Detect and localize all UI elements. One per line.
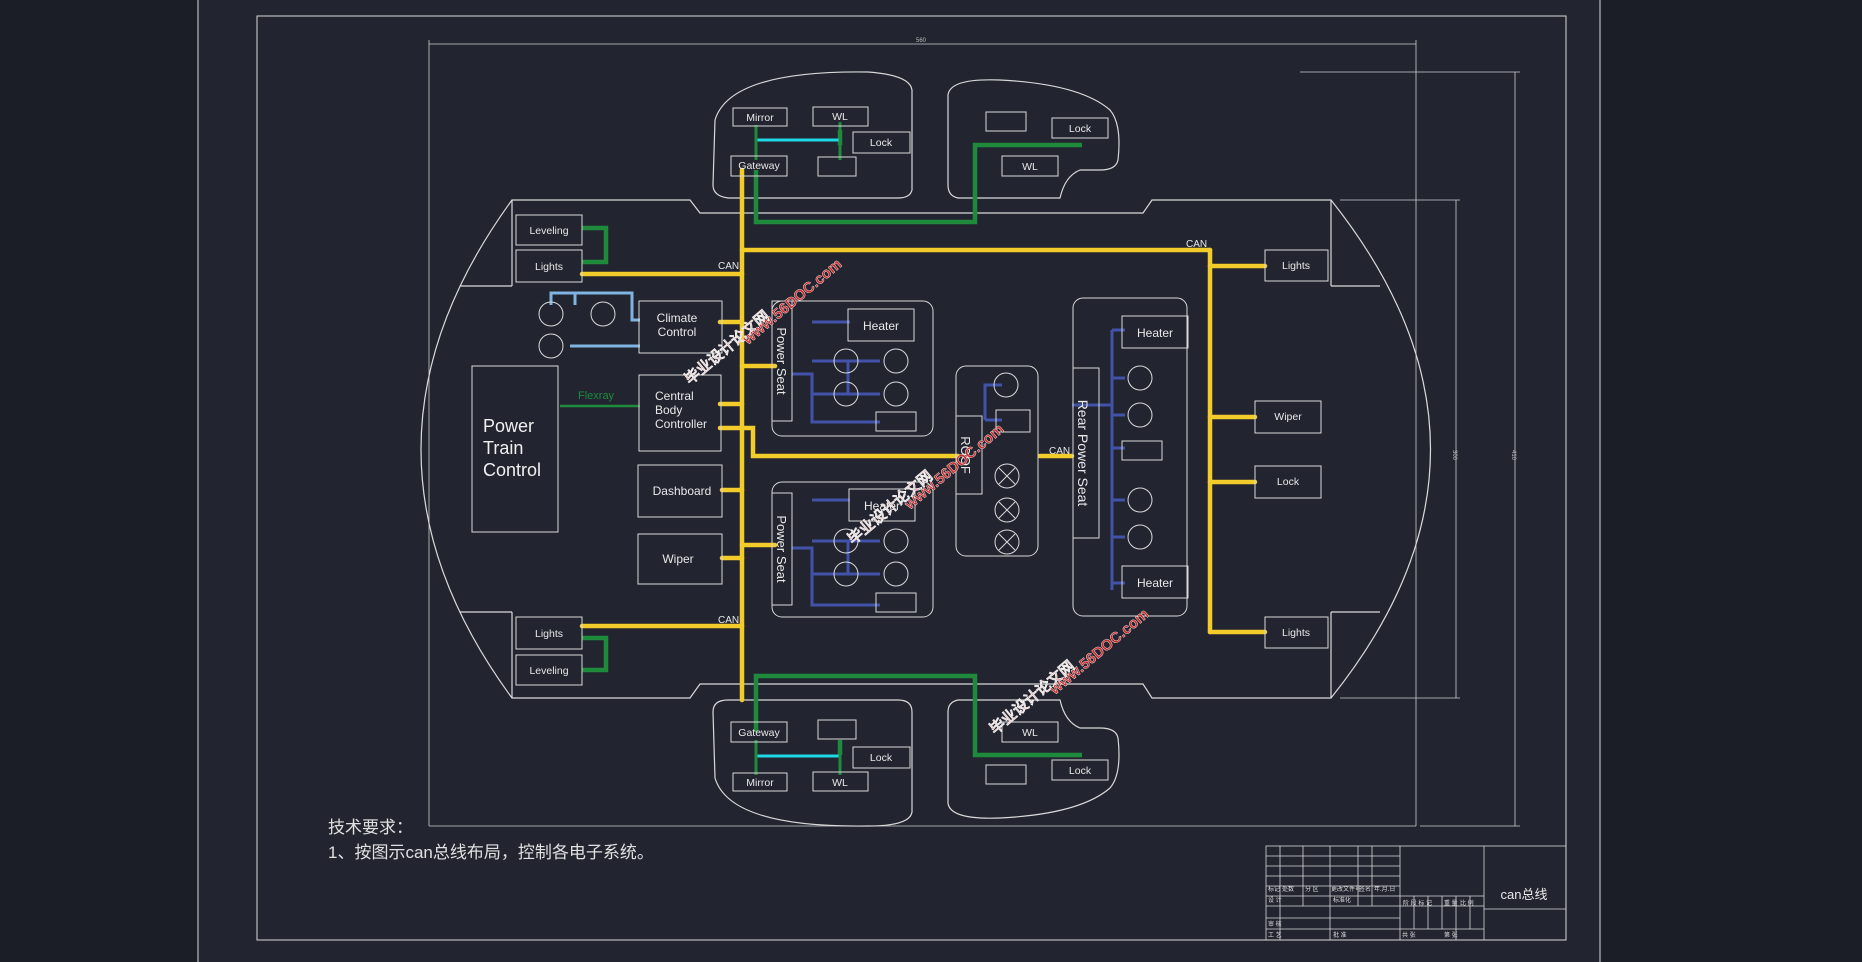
dimension-height-outer: 410 <box>1510 450 1516 461</box>
label-heater-rear-bottom: Heater <box>1137 576 1173 590</box>
label-wl-front-right: WL <box>1022 161 1038 173</box>
title-block <box>1265 845 1567 941</box>
dimension-width: 560 <box>916 38 927 44</box>
seat-bus <box>792 320 1125 607</box>
tb-cell-12: 工 艺 <box>1268 931 1282 939</box>
cyan-bus <box>756 138 840 758</box>
label-lights-right-top: Lights <box>1282 260 1310 272</box>
label-wl-rear-left: WL <box>832 777 848 789</box>
label-power-seat-top: Power Seat <box>774 327 789 395</box>
label-lights-rear-left: Lights <box>535 628 563 640</box>
label-lights-right-bottom: Lights <box>1282 627 1310 639</box>
label-wl-front-left: WL <box>832 111 848 123</box>
tb-cell-6: 设 计 <box>1268 896 1282 904</box>
label-lock-rear-left: Lock <box>870 752 893 764</box>
label-rear-power-seat: Rear Power Seat <box>1075 400 1091 507</box>
label-dashboard: Dashboard <box>653 484 712 498</box>
connector-icons <box>817 111 1163 785</box>
label-lock-rear-right: Lock <box>1069 765 1092 777</box>
motor-icons <box>538 301 1153 587</box>
label-leveling-rear: Leveling <box>529 665 568 677</box>
label-lock-front-left: Lock <box>870 137 893 149</box>
label-mirror-rear: Mirror <box>746 777 774 789</box>
label-lock-front-right: Lock <box>1069 123 1092 135</box>
can-label-center: CAN <box>1049 446 1070 457</box>
drawing-border <box>256 15 1567 941</box>
can-bus <box>579 167 1268 703</box>
tb-cell-10: 比 例 <box>1460 899 1474 907</box>
can-label-top-right: CAN <box>1186 239 1207 250</box>
tb-cell-4: 签名 <box>1359 885 1371 893</box>
module-boxes <box>471 106 1329 792</box>
label-roof: ROOF <box>958 436 973 474</box>
tb-cell-1: 处数 <box>1282 885 1294 893</box>
label-mirror-front: Mirror <box>746 112 774 124</box>
tb-cell-11: 审 核 <box>1268 920 1282 928</box>
label-gateway-front: Gateway <box>738 160 780 172</box>
label-wiper-right: Wiper <box>1274 411 1302 423</box>
tb-cell-8: 阶 段 标 记 <box>1403 899 1432 907</box>
label-heater-rear-top: Heater <box>1137 326 1173 340</box>
label-lock-right: Lock <box>1277 476 1300 488</box>
dimension-lines <box>428 40 1520 827</box>
climate-bus <box>549 291 640 348</box>
label-power-seat-bottom: Power Seat <box>774 515 789 583</box>
tb-cell-3: 更改文件号 <box>1331 885 1361 893</box>
label-lights-front-left: Lights <box>535 261 563 273</box>
tb-cell-5: 年.月.日 <box>1374 885 1395 893</box>
tb-cell-13: 批 准 <box>1333 931 1347 939</box>
drawing-sheet <box>198 0 1600 962</box>
can-label-bottom-left: CAN <box>718 615 739 626</box>
tb-cell-2: 分 区 <box>1305 885 1319 893</box>
label-heater-seat-bottom: Heater <box>864 499 900 513</box>
label-heater-seat-top: Heater <box>863 319 899 333</box>
vehicle-outline <box>420 71 1431 827</box>
dimension-height-inner: 300 <box>1451 450 1457 461</box>
notes-title: 技术要求： <box>328 818 413 837</box>
tb-cell-0: 标记 <box>1268 885 1280 893</box>
notes-line-1: 1、按图示can总线布局，控制各电子系统。 <box>328 843 654 862</box>
label-wl-rear-right: WL <box>1022 727 1038 739</box>
can-label-top-left: CAN <box>718 261 739 272</box>
flexray-label: Flexray <box>578 390 615 402</box>
tb-cell-15: 第 张 <box>1444 931 1458 939</box>
label-gateway-rear: Gateway <box>738 727 780 739</box>
label-wiper-left: Wiper <box>662 552 693 566</box>
roof-lamps <box>994 463 1020 555</box>
label-leveling-front: Leveling <box>529 225 568 237</box>
tb-cell-9: 重 量 <box>1444 899 1458 907</box>
tb-cell-14: 共 张 <box>1402 931 1416 939</box>
title-block-drawing-title: can总线 <box>1501 887 1548 902</box>
tb-cell-7: 标准化 <box>1333 896 1351 904</box>
